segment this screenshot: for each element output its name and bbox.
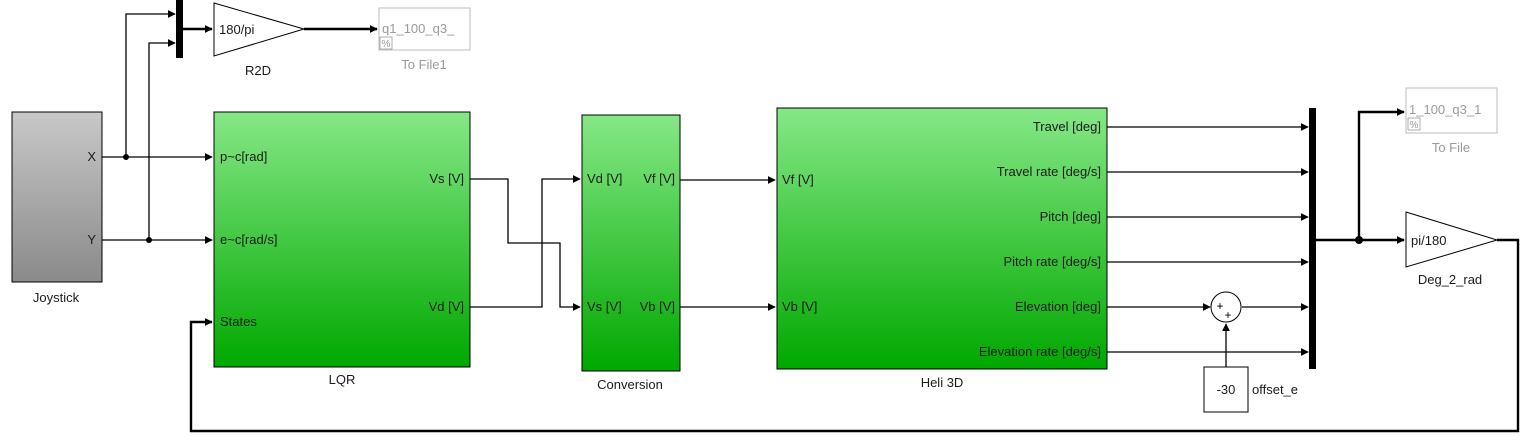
joystick-port-y: Y bbox=[87, 232, 96, 247]
r2d-gain-block[interactable]: 180/pi R2D bbox=[213, 2, 306, 78]
lqr-port-states: States bbox=[220, 314, 257, 329]
branch-point-mux2 bbox=[1355, 236, 1363, 244]
to-file-value: 1_100_q3_1 bbox=[1409, 102, 1481, 117]
sum-sign-bottom: + bbox=[1224, 308, 1231, 322]
joystick-label: Joystick bbox=[33, 290, 80, 305]
mux-block[interactable] bbox=[176, 0, 183, 58]
to-file1-value: q1_100_q3_ bbox=[382, 21, 455, 36]
offset-constant-block[interactable]: -30 offset_e bbox=[1203, 366, 1298, 413]
to-file1-percent-glyph: % bbox=[382, 39, 391, 50]
heli3d-port-elevation: Elevation [deg] bbox=[1015, 299, 1101, 314]
deg2rad-value: pi/180 bbox=[1411, 233, 1446, 248]
conversion-port-vs: Vs [V] bbox=[587, 299, 622, 314]
heli3d-port-elevation-rate: Elevation rate [deg/s] bbox=[979, 344, 1101, 359]
conversion-subsystem[interactable]: Vd [V] Vs [V] Vf [V] Vb [V] Conversion bbox=[581, 114, 681, 392]
conversion-port-vb: Vb [V] bbox=[640, 299, 675, 314]
heli3d-subsystem[interactable]: Vf [V] Vb [V] Travel [deg] Travel rate [… bbox=[776, 107, 1108, 390]
wire-y-to-mux[interactable] bbox=[148, 39, 176, 240]
r2d-value: 180/pi bbox=[219, 22, 255, 37]
joystick-block[interactable]: X Y Joystick bbox=[11, 111, 103, 305]
to-file-percent-glyph: % bbox=[1410, 120, 1419, 131]
sum-block[interactable]: + + bbox=[1210, 291, 1242, 323]
heli3d-port-travel-rate: Travel rate [deg/s] bbox=[997, 164, 1101, 179]
to-file1-percent-icon bbox=[379, 36, 393, 50]
to-file-label: To File bbox=[1432, 140, 1470, 155]
wire-lqr-vs-to-conversion[interactable] bbox=[470, 178, 581, 311]
heli3d-port-vb: Vb [V] bbox=[782, 299, 817, 314]
heli3d-label: Heli 3D bbox=[921, 375, 964, 390]
conversion-port-vf: Vf [V] bbox=[643, 171, 675, 186]
offset-value: -30 bbox=[1217, 382, 1236, 397]
lqr-subsystem[interactable]: p~c[rad] e~c[rad/s] States Vs [V] Vd [V]… bbox=[213, 111, 471, 387]
heli3d-port-pitch: Pitch [deg] bbox=[1040, 209, 1101, 224]
wire-feedback[interactable] bbox=[189, 238, 1520, 433]
deg2rad-gain-block[interactable]: pi/180 Deg_2_rad bbox=[1405, 211, 1499, 287]
sum-sign-left: + bbox=[1216, 299, 1223, 313]
to-file-percent-icon bbox=[1407, 117, 1421, 131]
joystick-port-x: X bbox=[87, 149, 96, 164]
lqr-port-ec: e~c[rad/s] bbox=[220, 232, 277, 247]
mux2-block[interactable] bbox=[1309, 108, 1316, 369]
wire-lqr-vd-to-conversion[interactable] bbox=[470, 175, 581, 308]
lqr-port-pc: p~c[rad] bbox=[220, 149, 267, 164]
offset-label: offset_e bbox=[1252, 382, 1298, 397]
lqr-port-vs: Vs [V] bbox=[429, 171, 464, 186]
to-file1-label: To File1 bbox=[401, 57, 447, 72]
heli3d-port-vf: Vf [V] bbox=[782, 172, 814, 187]
r2d-label: R2D bbox=[245, 63, 271, 78]
to-file-block[interactable]: 1_100_q3_1 % To File bbox=[1405, 87, 1498, 155]
branch-point-x bbox=[123, 154, 129, 160]
heli3d-port-pitch-rate: Pitch rate [deg/s] bbox=[1003, 254, 1101, 269]
lqr-port-vd: Vd [V] bbox=[429, 299, 464, 314]
deg2rad-label: Deg_2_rad bbox=[1418, 272, 1482, 287]
wire-x-to-mux[interactable] bbox=[125, 10, 176, 157]
conversion-port-vd: Vd [V] bbox=[587, 171, 622, 186]
lqr-label: LQR bbox=[329, 372, 356, 387]
conversion-label: Conversion bbox=[597, 377, 663, 392]
branch-point-y bbox=[146, 237, 152, 243]
heli3d-port-travel: Travel [deg] bbox=[1033, 119, 1101, 134]
to-file1-block[interactable]: q1_100_q3_ % To File1 bbox=[378, 7, 471, 72]
wire-mux2-to-tofile[interactable] bbox=[1357, 108, 1405, 240]
signal-wires bbox=[102, 10, 1520, 433]
